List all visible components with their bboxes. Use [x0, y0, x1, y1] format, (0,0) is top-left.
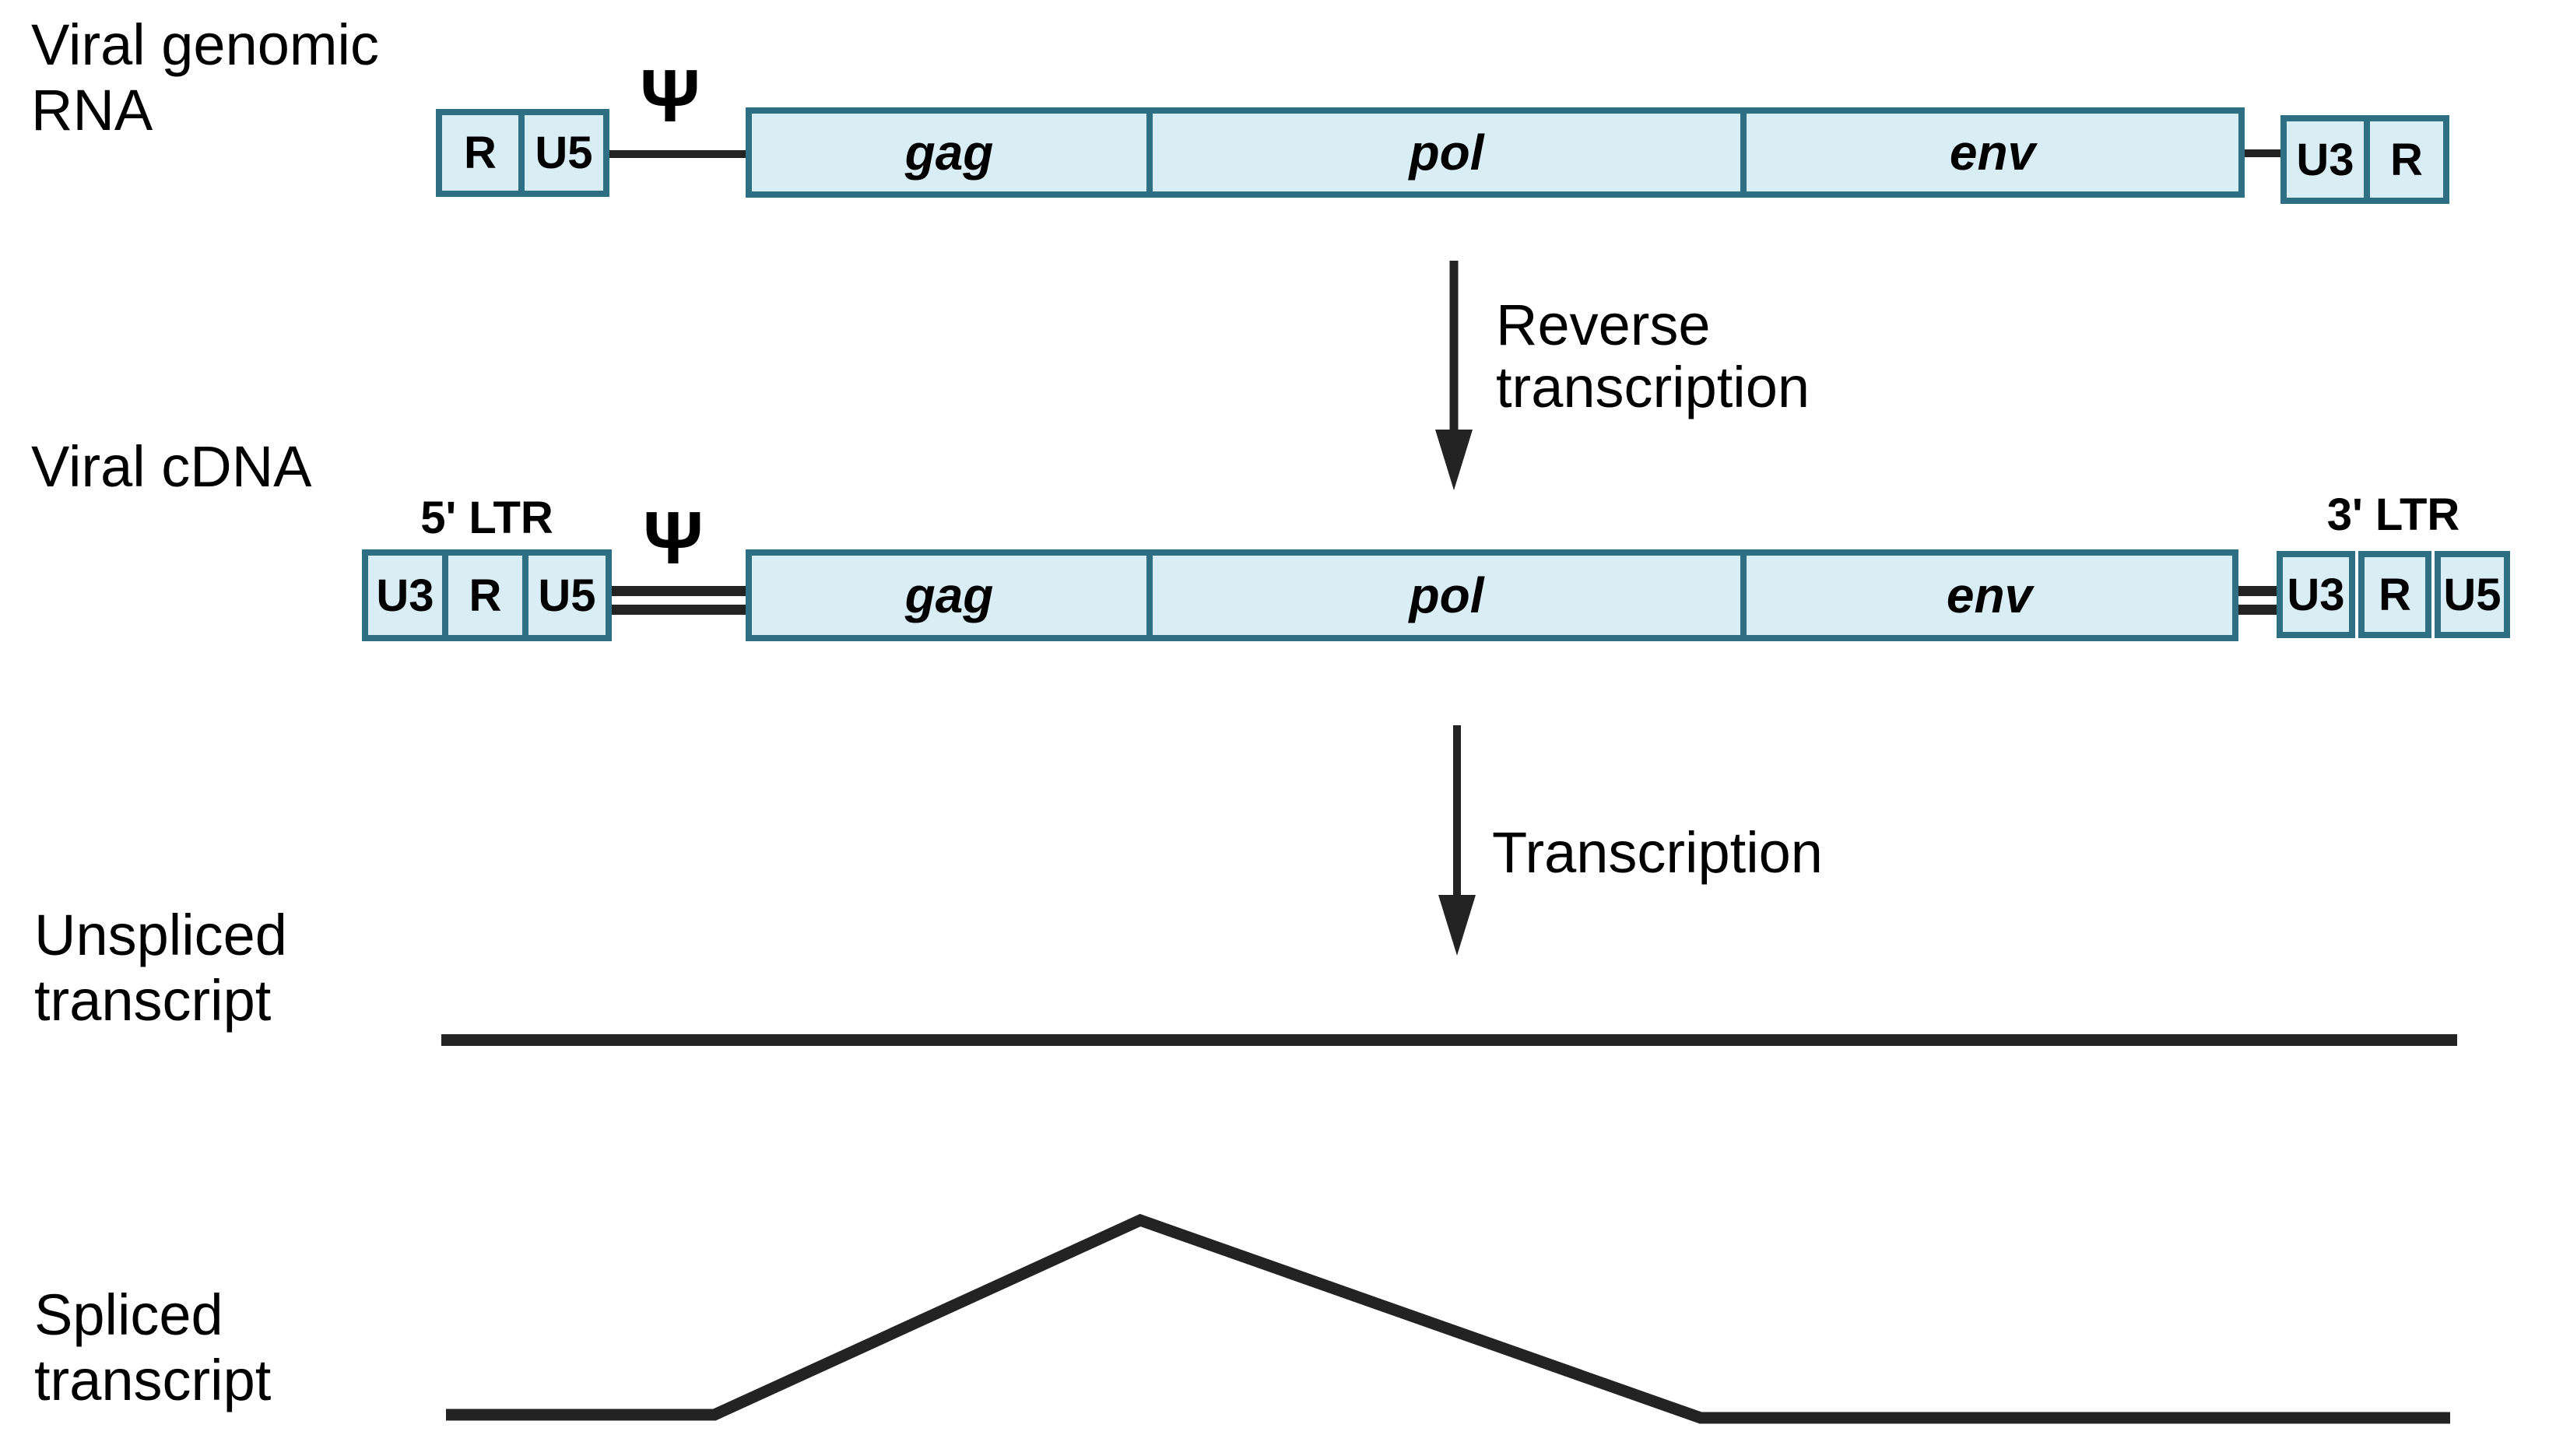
cdna-box-r-left: R — [442, 549, 528, 641]
reverse-transcription-label-line1: Reverse — [1496, 293, 1711, 357]
spliced-transcript-path — [446, 1213, 2450, 1424]
rna-gene-env: env — [1740, 107, 2245, 198]
rna-gene-pol: pol — [1146, 107, 1747, 198]
transcription-arrow — [1438, 725, 1476, 956]
cdna-double-strand-connector-left — [612, 586, 746, 615]
spliced-transcript-title: Spliced transcript — [34, 1282, 271, 1413]
unspliced-transcript-title-line1: Unspliced — [34, 903, 287, 967]
spliced-transcript-line — [446, 1213, 2450, 1424]
reverse-transcription-arrowhead-icon — [1435, 430, 1473, 490]
cdna-gene-gag: gag — [746, 549, 1153, 641]
cdna-gene-env: env — [1740, 549, 2238, 641]
psi-symbol-cdna: Ψ — [643, 496, 704, 580]
spliced-transcript-title-line2: transcript — [34, 1348, 272, 1412]
viral-cdna-title: Viral cDNA — [31, 434, 312, 499]
cdna-box-r-right: R — [2358, 551, 2431, 638]
cdna-box-u5-right: U5 — [2435, 551, 2510, 638]
unspliced-transcript-title: Unspliced transcript — [34, 903, 287, 1033]
psi-symbol-rna: Ψ — [640, 54, 700, 138]
viral-genomic-rna-title-line1: Viral genomic — [31, 12, 379, 77]
reverse-transcription-label-line2: transcription — [1496, 355, 1810, 419]
cdna-box-u3-left: U3 — [362, 549, 448, 641]
unspliced-transcript-line — [441, 1034, 2457, 1046]
rna-box-r-right: R — [2364, 115, 2449, 204]
cdna-double-strand-connector-right — [2238, 586, 2277, 615]
ltr5-label: 5' LTR — [420, 493, 553, 543]
rna-box-r-left: R — [436, 109, 525, 197]
ltr3-label: 3' LTR — [2326, 489, 2460, 540]
cdna-box-u3-right: U3 — [2277, 551, 2355, 638]
spliced-transcript-title-line1: Spliced — [34, 1282, 223, 1347]
transcription-arrowhead-icon — [1438, 895, 1476, 956]
rna-box-u5-left: U5 — [518, 109, 609, 197]
reverse-transcription-label: Reverse transcription — [1496, 294, 1810, 419]
cdna-box-u5-left: U5 — [522, 549, 612, 641]
rna-box-u3-right: U3 — [2280, 115, 2370, 204]
unspliced-transcript-title-line2: transcript — [34, 968, 272, 1033]
rna-connector-left — [609, 150, 746, 158]
viral-genomic-rna-title-line2: RNA — [31, 78, 153, 142]
viral-genomic-rna-title: Viral genomic RNA — [31, 12, 379, 143]
transcription-label: Transcription — [1492, 820, 1823, 885]
rna-gene-gag: gag — [746, 107, 1153, 198]
cdna-gene-pol: pol — [1146, 549, 1747, 641]
rna-connector-right — [2245, 149, 2280, 157]
reverse-transcription-arrow — [1435, 261, 1473, 490]
